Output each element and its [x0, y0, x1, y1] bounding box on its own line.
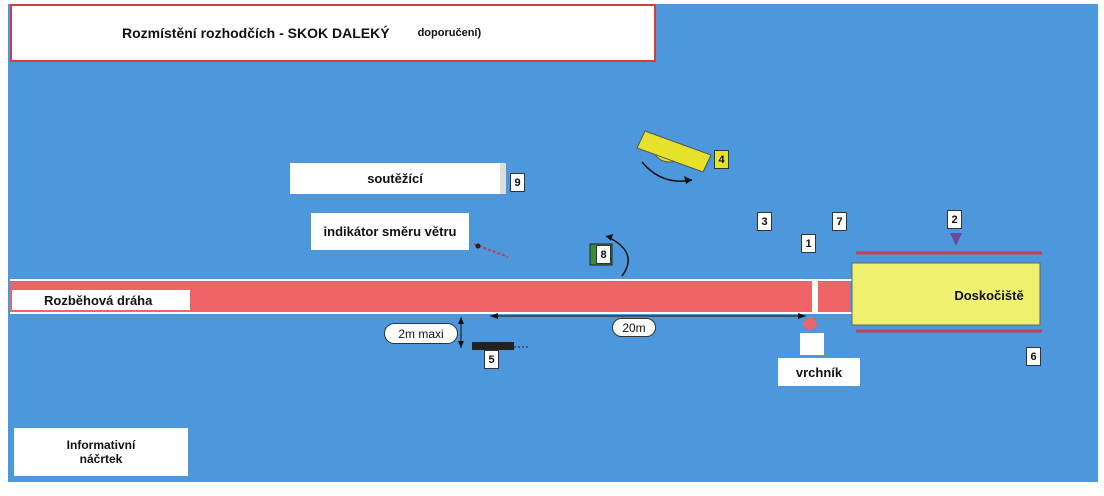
chief-judge-box: vrchník — [778, 358, 860, 386]
wind-indicator-box: indikátor směru větru — [311, 213, 469, 250]
measure-20m-arrow-left — [490, 313, 498, 319]
chief-judge-stand — [800, 333, 824, 355]
judge-position-4: 4 — [714, 150, 729, 169]
field-background — [8, 4, 1098, 482]
chief-judge-flag — [802, 316, 818, 331]
page-title: Rozmístění rozhodčích - SKOK DALEKÝ — [122, 25, 390, 41]
judge-2-marker — [950, 233, 962, 246]
distance-2m-text: 2m maxi — [398, 326, 444, 341]
measure-20m-arrow-right — [798, 313, 806, 319]
measure-2m-arrow-top — [458, 317, 464, 324]
take-off-board — [812, 281, 818, 313]
sketch-note-line-2: náčrtek — [79, 452, 123, 466]
distance-20m-label: 20m — [612, 318, 656, 337]
distance-20m-text: 20m — [622, 320, 646, 335]
chief-judge-label: vrchník — [795, 364, 843, 380]
rotation-arrow-4-head — [684, 176, 692, 184]
wind-indicator-label: indikátor směru větru — [323, 224, 457, 239]
competitors-label: soutěžící — [367, 171, 423, 186]
judge-position-7: 7 — [832, 212, 847, 231]
measure-2m-arrow-bottom — [458, 341, 464, 348]
judge-position-1: 1 — [801, 234, 816, 253]
title-box: Rozmístění rozhodčích - SKOK DALEKÝ dopo… — [10, 4, 656, 62]
sketch-note-line-1: Informativní — [66, 438, 136, 452]
landing-pit — [851, 262, 1041, 326]
judge-4-board — [636, 130, 712, 173]
landing-pit-label: Doskočiště — [954, 287, 1024, 303]
judge-position-3: 3 — [757, 212, 772, 231]
landing-pit-label-box: Doskočiště — [948, 282, 1030, 308]
judge-position-9: 9 — [510, 173, 525, 192]
distance-2m-label: 2m maxi — [384, 323, 458, 344]
judge-position-6: 6 — [1026, 347, 1041, 366]
wind-indicator-dot — [475, 243, 481, 249]
judge-position-5: 5 — [484, 350, 499, 369]
title-note: doporučení) — [417, 27, 482, 39]
runway-label-box: Rozběhová dráha — [12, 290, 190, 310]
judge-5-table — [472, 342, 514, 350]
rotation-arrow-8-head — [606, 234, 613, 241]
runway-label: Rozběhová dráha — [44, 292, 153, 308]
judge-position-8: 8 — [596, 245, 611, 264]
sketch-note-box: Informativní náčrtek — [14, 428, 188, 476]
judge-position-2: 2 — [947, 210, 962, 229]
competitors-box: soutěžící — [290, 163, 506, 194]
